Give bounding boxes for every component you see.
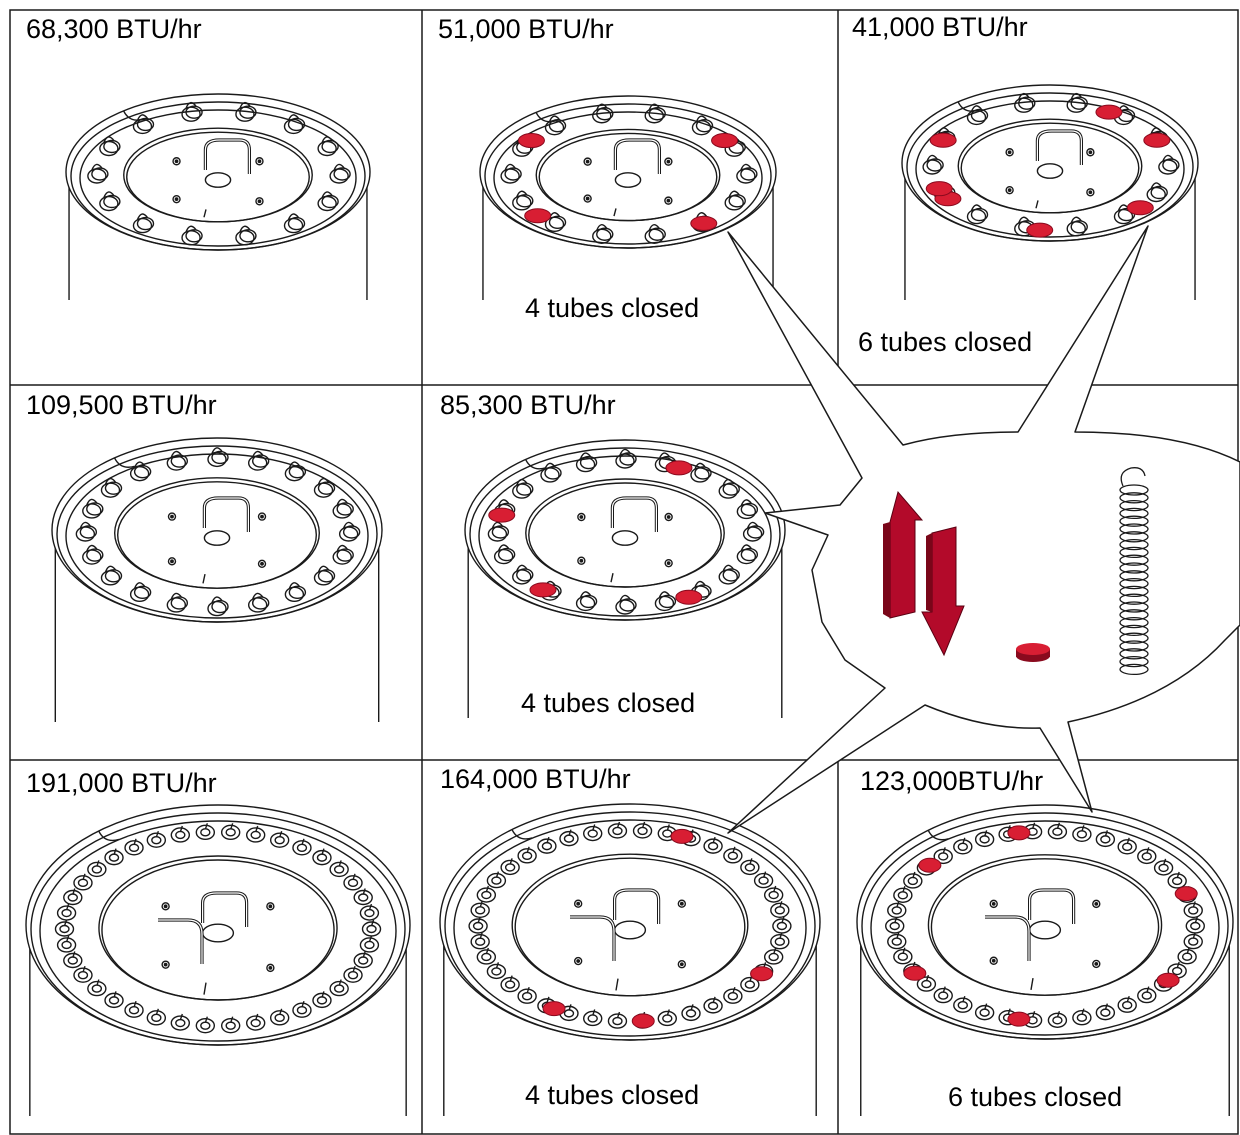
tube-plug-icon xyxy=(1016,643,1050,662)
coil-spring-icon xyxy=(1119,467,1149,676)
callout-bubble xyxy=(727,225,1240,834)
rating-label-1: 68,300 BTU/hr xyxy=(26,14,202,44)
rating-label-2: 51,000 BTU/hr xyxy=(438,14,614,44)
panel-labels: 68,300 BTU/hr 51,000 BTU/hr 41,000 BTU/h… xyxy=(26,12,1122,1112)
tubes-closed-note-7: 4 tubes closed xyxy=(525,1080,699,1110)
burner-4 xyxy=(51,437,383,722)
tubes-closed-note-8: 6 tubes closed xyxy=(948,1082,1122,1112)
rating-label-3: 41,000 BTU/hr xyxy=(852,12,1028,42)
up-arrow-icon xyxy=(883,490,924,619)
rating-label-5: 85,300 BTU/hr xyxy=(440,390,616,420)
burner-drawings xyxy=(25,84,1234,1116)
burner-1 xyxy=(65,93,371,300)
tubes-closed-note-3: 6 tubes closed xyxy=(858,327,1032,357)
rating-label-6: 191,000 BTU/hr xyxy=(26,768,217,798)
rating-label-8: 123,000BTU/hr xyxy=(860,766,1043,796)
burner-3 xyxy=(901,84,1199,300)
rating-label-4: 109,500 BTU/hr xyxy=(26,390,217,420)
burner-6 xyxy=(25,804,411,1116)
burner-2 xyxy=(479,95,777,300)
tubes-closed-note-5: 4 tubes closed xyxy=(521,688,695,718)
burner-7 xyxy=(439,803,821,1116)
down-arrow-icon xyxy=(921,526,965,657)
tubes-closed-note-2: 4 tubes closed xyxy=(525,293,699,323)
burner-8 xyxy=(856,804,1234,1116)
burner-5 xyxy=(464,439,786,718)
rating-label-7: 164,000 BTU/hr xyxy=(440,764,631,794)
